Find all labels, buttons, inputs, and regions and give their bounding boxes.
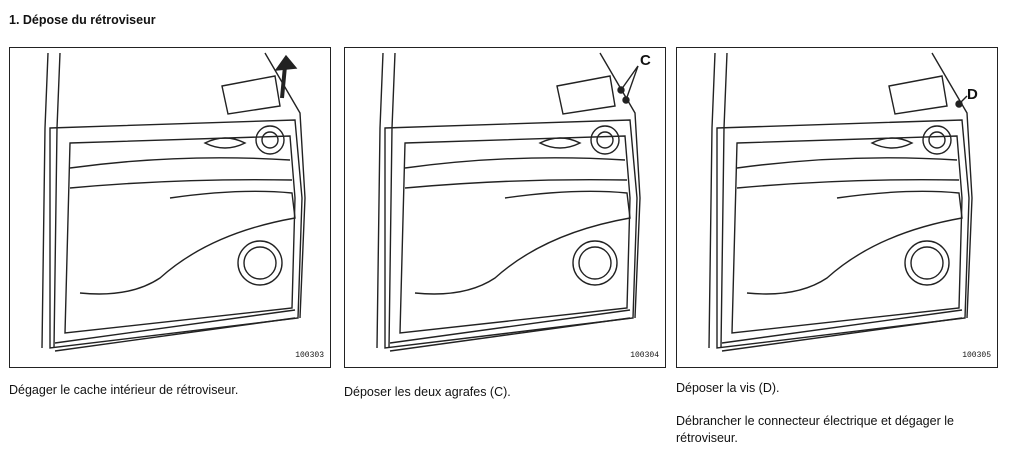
figure-reference: 100303 — [295, 351, 324, 360]
door-panel-illustration — [376, 52, 641, 352]
step-3-caption-2: Débrancher le connecteur électrique et d… — [676, 414, 954, 445]
door-panel-illustration — [41, 52, 306, 352]
figure-remove-screw: D 100305 — [676, 47, 998, 368]
step-1-caption: Dégager le cache intérieur de rétroviseu… — [9, 383, 239, 397]
section-title: 1. Dépose du rétroviseur — [9, 13, 156, 27]
step-3-caption: Déposer la vis (D). — [676, 381, 780, 395]
callout-label-c: C — [640, 52, 651, 69]
figure-remove-mirror-cover: 100303 — [9, 47, 331, 368]
figure-remove-clips: C 100304 — [344, 47, 666, 368]
figure-reference: 100305 — [962, 351, 991, 360]
callout-label-d: D — [967, 86, 978, 103]
figure-reference: 100304 — [630, 351, 659, 360]
step-2-caption: Déposer les deux agrafes (C). — [344, 385, 511, 399]
door-panel-illustration — [708, 52, 973, 352]
